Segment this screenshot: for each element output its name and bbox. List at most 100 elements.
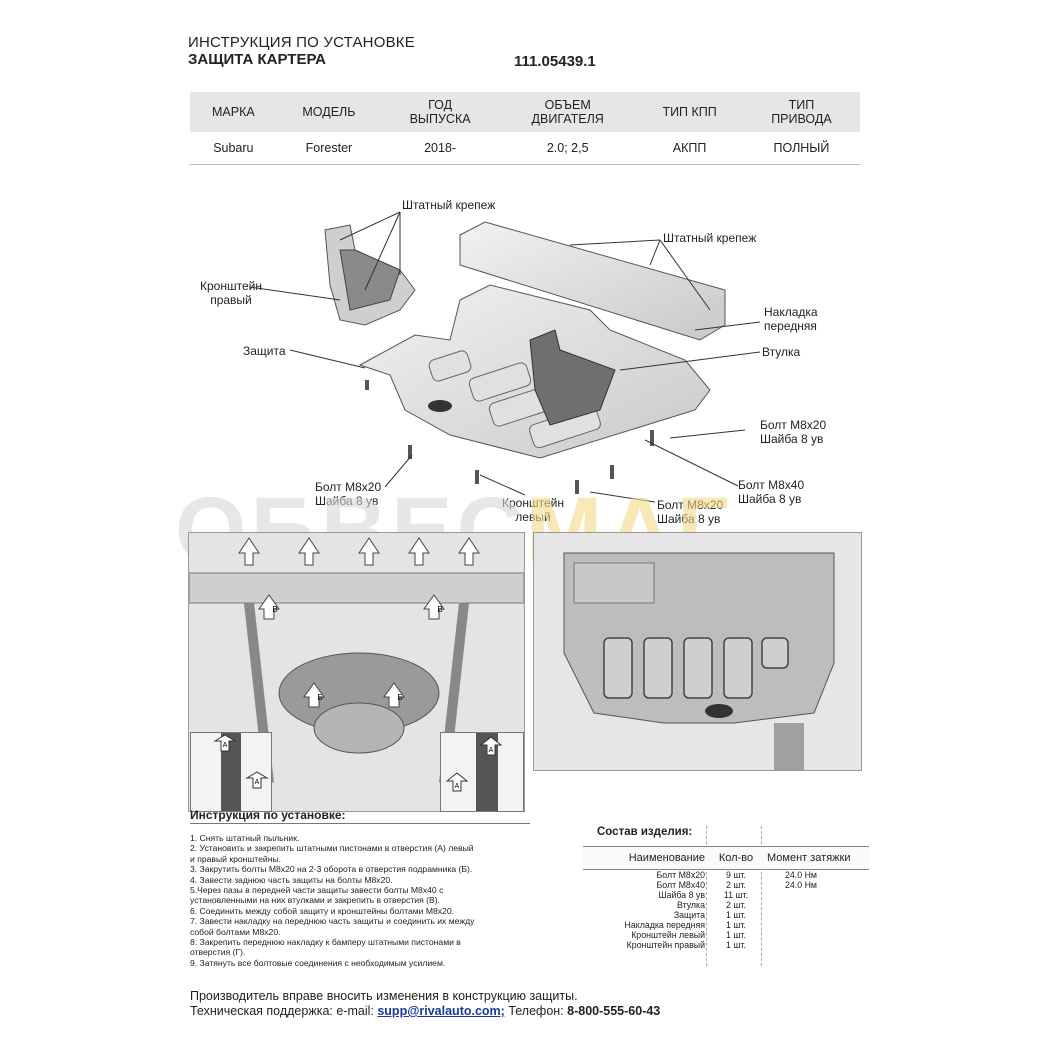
comp-torque [763, 890, 869, 900]
footer-notice: Производитель вправе вносить изменения в… [190, 989, 578, 1003]
label-std-fastener-top: Штатный крепеж [402, 198, 496, 212]
photo-guard-installed [533, 532, 862, 771]
comp-name: Втулка [677, 900, 705, 910]
comp-qty: 1 шт. [726, 910, 746, 920]
table-row: Кронштейн левый 1 шт. [583, 930, 869, 940]
leader-lines [249, 211, 761, 503]
composition-header-row: Наименование Кол-во Момент затяжки [583, 846, 869, 870]
marker-a-1: А [223, 742, 228, 749]
doc-title-line2: ЗАЩИТА КАРТЕРА [188, 51, 326, 68]
comp-qty: 9 шт. [726, 870, 746, 880]
comp-qty: 2 шт. [726, 900, 746, 910]
spec-gearbox: АКПП [672, 141, 707, 155]
comp-torque [763, 930, 869, 940]
spec-model: Forester [305, 141, 353, 155]
comp-name: Шайба 8 ув [658, 890, 705, 900]
bolts [365, 380, 654, 494]
marker-a-3: А [489, 747, 494, 754]
step-line: и правый кронштейны. [190, 853, 282, 864]
comp-torque [763, 920, 869, 930]
table-row: Втулка 2 шт. [583, 900, 869, 910]
step-line: 3. Закрутить болты М8х20 на 2-3 оборота … [190, 864, 473, 875]
comp-torque [763, 940, 869, 950]
comp-name: Болт М8х20 [656, 870, 705, 880]
table-row: Болт М8х20 9 шт. 24.0 Нм [583, 870, 869, 881]
comp-qty: 1 шт. [726, 920, 746, 930]
marker-a-2: А [255, 779, 260, 786]
comp-col-qty: Кол-во [709, 846, 763, 870]
comp-qty: 2 шт. [726, 880, 746, 890]
step-line: собой болтами М8х20. [190, 926, 281, 937]
marker-b-right: Б [397, 693, 402, 702]
inset-right-drawing: А А [445, 733, 503, 811]
support-label: Техническая поддержка: e-mail: [190, 1004, 374, 1018]
instructions-divider [190, 823, 530, 824]
comp-qty: 11 шт. [723, 890, 749, 900]
comp-qty: 1 шт. [726, 940, 746, 950]
bracket-left-part [529, 329, 616, 426]
comp-col-name: Наименование [583, 846, 709, 870]
step-line: отверстия (Г). [190, 947, 246, 958]
table-row: Накладка передняя 1 шт. [583, 920, 869, 930]
doc-title-line1: ИНСТРУКЦИЯ ПО УСТАНОВКЕ [188, 34, 415, 51]
marker-v-left: В [272, 605, 277, 614]
step-line: 8. Закрепить переднюю накладку к бамперу… [190, 937, 461, 948]
composition-table: Наименование Кол-во Момент затяжки Болт … [583, 846, 869, 950]
instructions-title: Инструкция по установке: [190, 808, 346, 822]
support-email-link[interactable]: supp@rivalauto.com; [377, 1004, 505, 1018]
label-bushing: Втулка [762, 345, 801, 359]
spec-col-brand: МАРКА [190, 92, 277, 132]
spec-col-model: МОДЕЛЬ [276, 92, 382, 132]
comp-name: Болт М8х40 [656, 880, 705, 890]
comp-qty: 1 шт. [726, 930, 746, 940]
comp-name: Кронштейн левый [631, 930, 705, 940]
comp-name: Накладка передняя [624, 920, 706, 930]
support-phone: 8-800-555-60-43 [567, 1004, 661, 1018]
step-line: 1. Снять штатный пыльник. [190, 833, 300, 843]
spec-engine: 2.0; 2,5 [546, 141, 589, 155]
comp-torque [763, 900, 869, 910]
spec-data-row: Subaru Forester 2018- 2.0; 2,5 АКПП ПОЛН… [190, 132, 860, 165]
comp-divider-1 [706, 826, 707, 966]
step-line: 6. Соединить между собой защиту и кроншт… [190, 905, 455, 916]
phone-label: Телефон: [508, 1004, 564, 1018]
step-line: 4. Завести заднюю часть защиты на болты … [190, 874, 393, 885]
front-plate-part [459, 221, 726, 341]
spec-brand: Subaru [213, 141, 254, 155]
composition-title: Состав изделия: [597, 826, 693, 838]
inset-left-mount: А А [190, 732, 272, 812]
step-line: 5.Через пазы в передней части защиты зав… [190, 885, 444, 896]
comp-torque [763, 910, 869, 920]
exploded-diagram [249, 211, 761, 503]
marker-v-right: В [437, 605, 442, 614]
step-line: 2. Установить и закрепить штатными писто… [190, 843, 474, 854]
table-row: Защита 1 шт. [583, 910, 869, 920]
marker-b-left: Б [317, 693, 322, 702]
inset-right-mount: А А [440, 732, 524, 812]
spec-year: 2018- [424, 141, 457, 155]
bracket-right-part [324, 224, 416, 326]
comp-col-torque: Момент затяжки [763, 846, 869, 870]
spec-col-gearbox: ТИП КПП [636, 92, 743, 132]
comp-torque: 24.0 Нм [785, 870, 817, 880]
comp-name: Кронштейн правый [626, 940, 705, 950]
step-line: 9. Затянуть все болтовые соединения с не… [190, 957, 446, 968]
table-row: Кронштейн правый 1 шт. [583, 940, 869, 950]
marker-a-4: А [455, 783, 460, 790]
photo-guard-installed-drawing [534, 533, 861, 770]
instructions-steps: 1. Снять штатный пыльник. 2. Установить … [190, 833, 530, 968]
comp-name: Защита [673, 910, 705, 920]
step-line: 7. Завести накладку на переднюю часть за… [190, 916, 475, 927]
label-std-fastener-right: Штатный крепеж [663, 231, 757, 245]
